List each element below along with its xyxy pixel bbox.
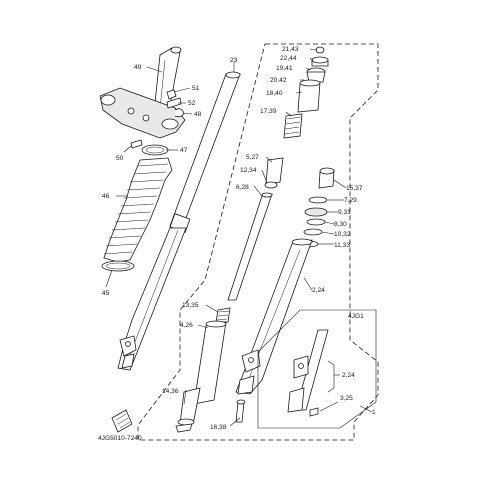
assembly-boundary	[137, 43, 379, 441]
label-52: 52	[188, 100, 196, 107]
label-5-27: 5,27	[246, 154, 259, 161]
label-49: 49	[134, 64, 142, 71]
label-13-35: 13,35	[182, 302, 199, 309]
fork-icon	[111, 409, 133, 433]
label-2-24: 2,24	[312, 287, 325, 294]
label-18-40: 18,40	[266, 90, 283, 97]
label-15-37: 15,37	[346, 185, 363, 192]
label-8-30: 8,30	[334, 221, 347, 228]
label-7-29: 7,29	[344, 197, 357, 204]
label-23: 23	[230, 57, 238, 64]
fork-boot	[103, 157, 173, 263]
label-50: 50	[116, 155, 124, 162]
variant-box-label: 4JG1	[348, 313, 364, 320]
left-fork-leg	[117, 71, 241, 371]
label-3-25: 3,25	[340, 395, 353, 402]
label-9-31: 9,31	[338, 209, 351, 216]
diagram-code: 4JG5010-7240	[98, 435, 142, 442]
label-46: 46	[102, 193, 110, 200]
label-17-39: 17,39	[260, 108, 277, 115]
label-6-28: 6,28	[236, 184, 249, 191]
fork-cap-stack	[283, 46, 329, 139]
boot-band	[101, 260, 135, 272]
label-47: 47	[180, 147, 188, 154]
right-fork-outer-tube	[235, 167, 335, 395]
label-10-32: 10,32	[334, 231, 351, 238]
steering-stem-assembly	[99, 46, 186, 156]
label-21-43: 21,43	[282, 46, 299, 53]
label-2-24-variant: 2,24	[342, 372, 355, 379]
label-48: 48	[194, 111, 202, 118]
label-4-26: 4,26	[180, 322, 193, 329]
label-51: 51	[192, 85, 200, 92]
label-22-44: 22,44	[280, 55, 297, 62]
label-16-38: 16,38	[210, 424, 227, 431]
label-20-42: 20,42	[270, 77, 287, 84]
damper-rod-assembly	[175, 157, 284, 433]
label-14-36: 14,36	[162, 388, 179, 395]
label-1: 1	[372, 409, 376, 416]
leader-lines	[105, 48, 373, 427]
part-labels: 49 51 52 48 47 50 46 45 23 21,43 22,44 1…	[98, 46, 376, 442]
variant-box-4jg1	[257, 309, 377, 429]
label-19-41: 19,41	[276, 65, 293, 72]
label-11-33: 11,33	[334, 242, 350, 249]
label-12-34: 12,34	[240, 167, 257, 174]
label-45: 45	[102, 290, 110, 297]
